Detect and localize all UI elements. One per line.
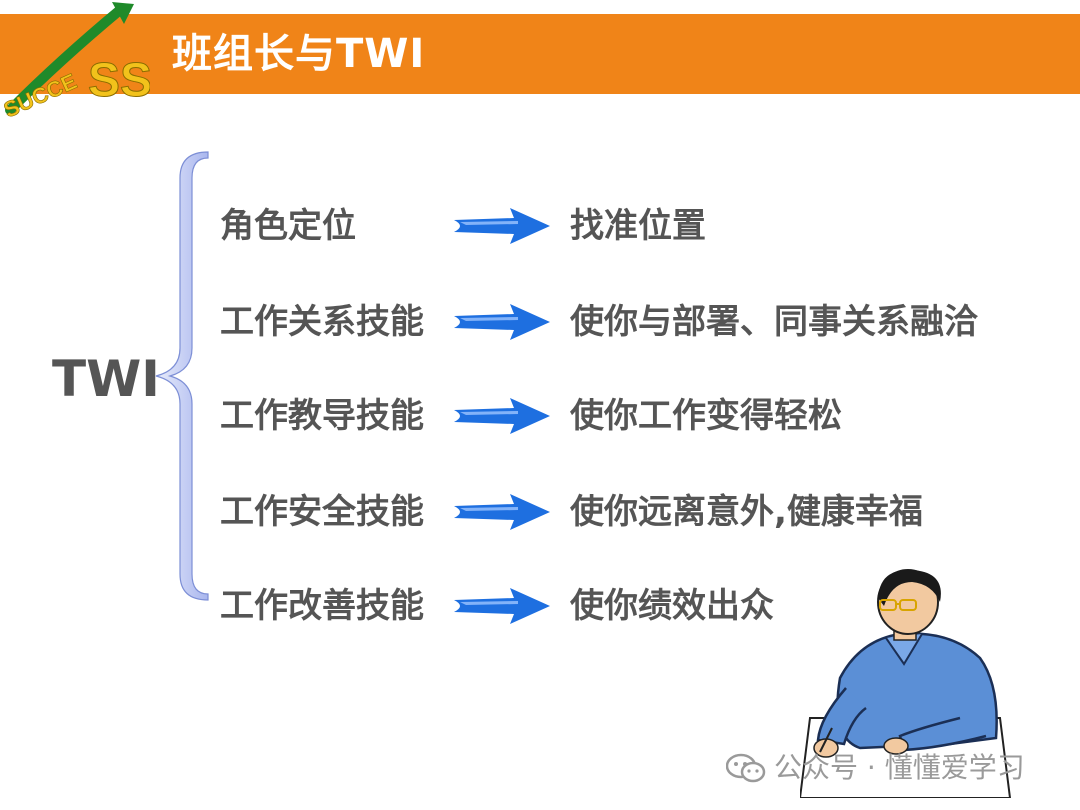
- twi-row: 工作改善技能 使你绩效出众: [0, 578, 1080, 634]
- watermark-text: 公众号 · 懂懂爱学习: [774, 751, 1025, 784]
- row-skill: 角色定位: [220, 206, 356, 246]
- row-benefit: 找准位置: [570, 206, 706, 246]
- arrow-right-icon: [454, 494, 550, 530]
- twi-row: 工作教导技能 使你工作变得轻松: [0, 388, 1080, 444]
- page-title: 班组长与TWI: [172, 31, 426, 77]
- man-at-desk-illustration: [800, 569, 1012, 798]
- twi-row: 工作关系技能 使你与部署、同事关系融洽: [0, 294, 1080, 350]
- row-skill: 工作改善技能: [220, 586, 424, 626]
- brace-bracket: [155, 151, 209, 601]
- twi-label: TWI: [52, 350, 160, 408]
- watermark: 公众号 · 懂懂爱学习: [726, 748, 1025, 788]
- row-skill: 工作关系技能: [220, 302, 424, 342]
- row-benefit: 使你与部署、同事关系融洽: [570, 302, 978, 342]
- arrow-right-icon: [454, 588, 550, 624]
- wechat-icon: [726, 753, 766, 783]
- row-benefit: 使你远离意外,健康幸福: [570, 492, 923, 532]
- row-benefit: 使你工作变得轻松: [570, 396, 842, 436]
- arrow-right-icon: [454, 208, 550, 244]
- row-skill: 工作安全技能: [220, 492, 424, 532]
- svg-text:SS: SS: [88, 54, 150, 107]
- header-bar: 班组长与TWI: [0, 14, 1080, 94]
- arrow-right-icon: [454, 398, 550, 434]
- row-benefit: 使你绩效出众: [570, 586, 774, 626]
- arrow-right-icon: [454, 304, 550, 340]
- row-skill: 工作教导技能: [220, 396, 424, 436]
- twi-row: 工作安全技能 使你远离意外,健康幸福: [0, 484, 1080, 540]
- twi-row: 角色定位 找准位置: [0, 198, 1080, 254]
- success-logo-icon: SUCCE SS: [0, 2, 150, 123]
